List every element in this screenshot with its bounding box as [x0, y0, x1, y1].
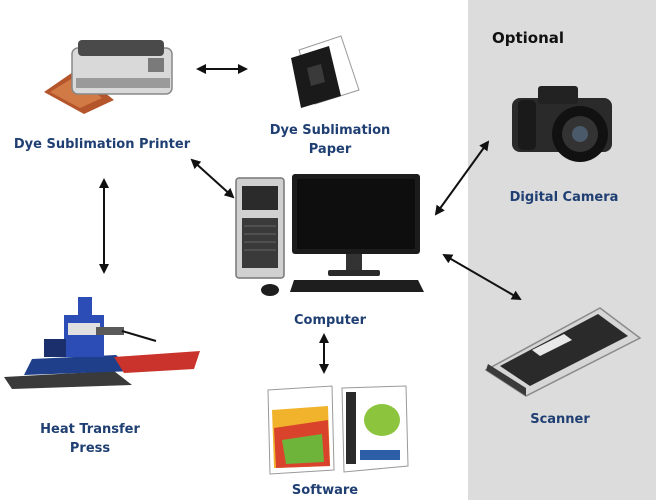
- printer-label: Dye Sublimation Printer: [13, 137, 191, 152]
- optional-panel: [468, 0, 656, 500]
- scanner-label: Scanner: [530, 412, 590, 427]
- camera-icon: [508, 78, 620, 170]
- computer-label: Computer: [293, 313, 367, 328]
- printer-icon: [36, 36, 176, 114]
- arrow-printer-computer: [190, 158, 235, 199]
- paper-label: Dye Sublimation Paper: [255, 121, 405, 159]
- camera-label: Digital Camera: [509, 190, 619, 205]
- arrow-computer-scanner: [442, 253, 522, 301]
- arrow-computer-camera: [434, 140, 490, 216]
- scanner-icon: [480, 302, 644, 398]
- optional-title: Optional: [492, 29, 565, 47]
- press-label: Heat Transfer Press: [10, 420, 170, 458]
- software-label: Software: [291, 483, 359, 498]
- software-icon: [262, 380, 412, 476]
- press-label-line2: Press: [69, 441, 111, 456]
- paper-label-line2: Paper: [308, 142, 352, 157]
- heat-press-icon: [4, 285, 204, 397]
- press-label-line1: Heat Transfer: [40, 422, 140, 437]
- paper-label-line1: Dye Sublimation: [269, 123, 391, 138]
- paper-icon: [285, 30, 365, 110]
- computer-icon: [232, 170, 428, 298]
